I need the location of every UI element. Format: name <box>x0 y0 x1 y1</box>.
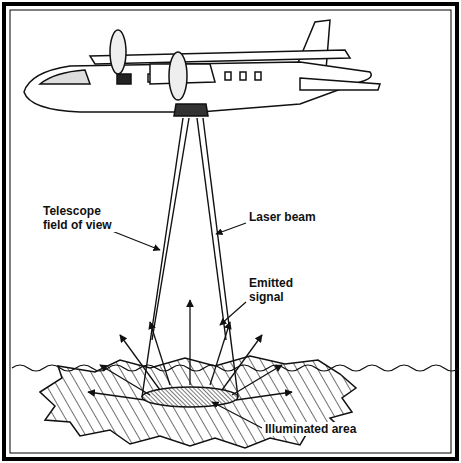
area-label: Illuminated area <box>264 422 357 436</box>
frame <box>4 4 457 459</box>
beams <box>142 118 238 397</box>
signal-label: Emitted signal <box>248 276 314 304</box>
illuminated-ellipse <box>142 387 238 407</box>
signal-arrows <box>88 300 292 400</box>
leader-lines <box>112 223 262 428</box>
airplane <box>24 20 380 116</box>
illuminated-ellipse <box>142 387 238 407</box>
beam-label: Laser beam <box>248 210 317 224</box>
beam-label: Telescope field of view <box>42 204 124 232</box>
frame <box>10 10 451 453</box>
water-surface <box>12 365 459 371</box>
